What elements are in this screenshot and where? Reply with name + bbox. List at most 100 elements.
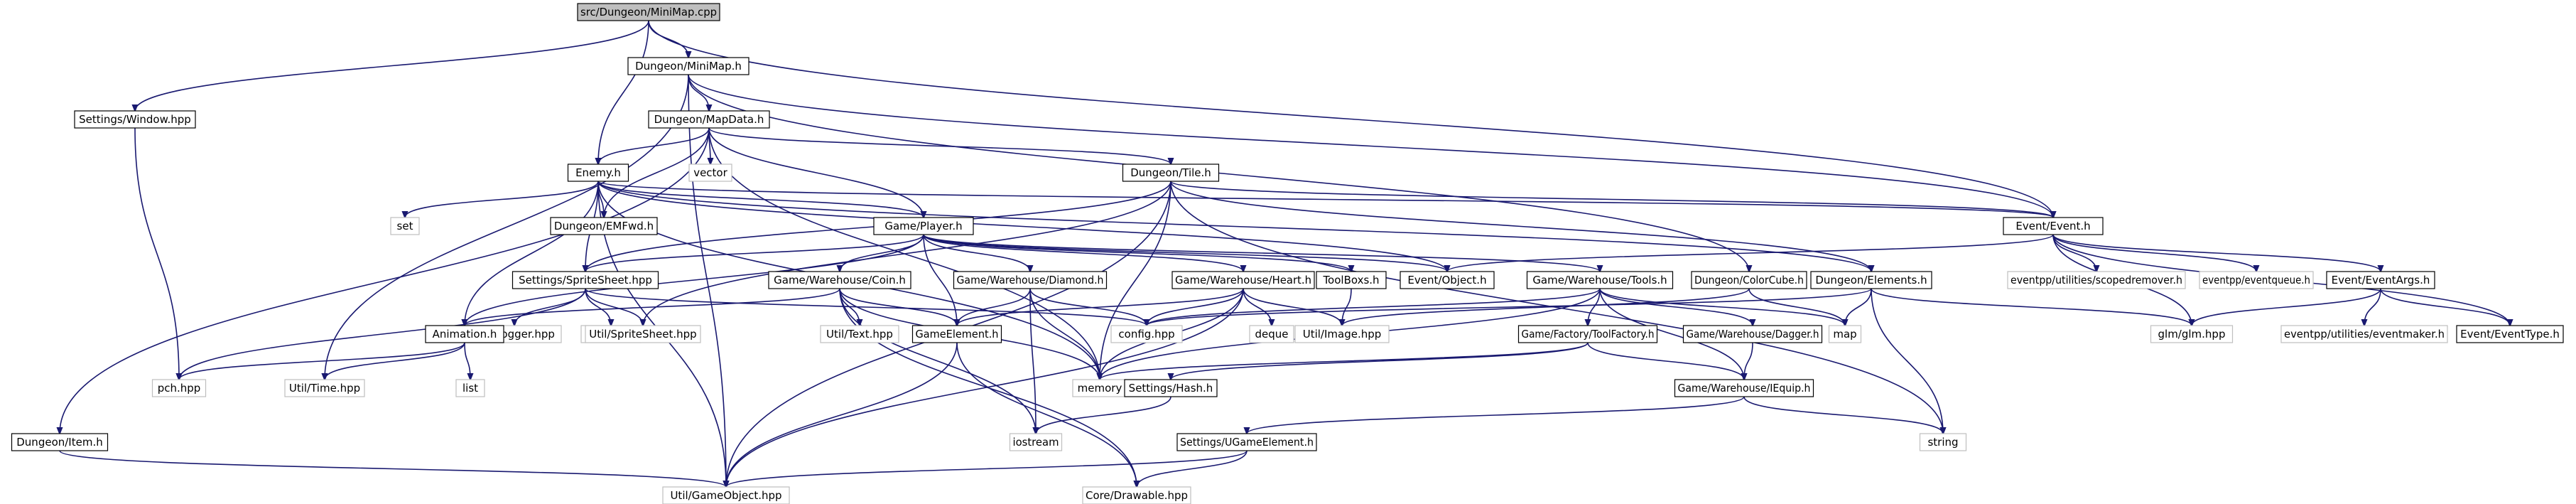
- edge-diamond-h-to-memory: [1029, 288, 1100, 380]
- edge-root-to-settings-window: [135, 20, 649, 111]
- node-gameelement-h[interactable]: GameElement.h: [911, 325, 1002, 343]
- node-enemy-h[interactable]: Enemy.h: [567, 163, 629, 182]
- node-label: Event/EventArgs.h: [2332, 274, 2430, 286]
- edge-minimap-h-to-util-time: [325, 74, 689, 380]
- edge-player-h-to-tools-h: [923, 234, 1600, 272]
- node-event-eventargs-h[interactable]: Event/EventArgs.h: [2326, 271, 2435, 289]
- edge-minimap-h-to-event-h: [688, 74, 2053, 218]
- node-game-warehouse-iequip-h[interactable]: Game/Warehouse/IEquip.h: [1674, 379, 1814, 397]
- edge-player-h-to-spritesheet-hpp: [585, 234, 924, 272]
- edge-player-h-to-animation-h: [465, 234, 924, 326]
- edge-tools-h-to-dagger-h: [1599, 288, 1753, 326]
- node-label: Event/Event.h: [2015, 220, 2090, 232]
- edge-event-h-to-object-h: [1447, 234, 2054, 272]
- node-settings-window-hpp[interactable]: Settings/Window.hpp: [74, 110, 196, 129]
- edge-mapdata-h-to-player-h: [708, 127, 924, 218]
- node-label: Dungeon/EMFwd.h: [554, 220, 654, 232]
- node-label: ToolBoxs.h: [1322, 274, 1379, 286]
- node-box: [74, 110, 196, 129]
- node-box: [1072, 379, 1127, 397]
- edge-ugameelement-h-to-core-drawable: [1137, 450, 1248, 487]
- node-game-warehouse-heart-h[interactable]: Game/Warehouse/Heart.h: [1171, 271, 1315, 289]
- node-label: src/Dungeon/MiniMap.cpp: [580, 6, 717, 18]
- node-dungeon-elements-h[interactable]: Dungeon/Elements.h: [1810, 271, 1932, 289]
- node-dungeon-minimap-h[interactable]: Dungeon/MiniMap.h: [627, 57, 749, 75]
- node-animation-h[interactable]: Animation.h: [425, 325, 504, 343]
- node-settings-hash-h[interactable]: Settings/Hash.h: [1124, 379, 1218, 397]
- edge-eventargs-h-to-eventmaker: [2364, 288, 2381, 326]
- node-label: pch.hpp: [158, 382, 201, 395]
- node-game-factory-toolfactory-h[interactable]: Game/Factory/ToolFactory.h: [1517, 325, 1658, 343]
- node-box: [911, 325, 1002, 343]
- node-game-warehouse-dagger-h[interactable]: Game/Warehouse/Dagger.h: [1682, 325, 1823, 343]
- node-settings-ugameelement-h[interactable]: Settings/UGameElement.h: [1176, 433, 1317, 451]
- node-label: config.hpp: [1118, 328, 1174, 341]
- edge-toolfactory-h-to-iequip-h: [1587, 342, 1744, 380]
- node-label: Core/Drawable.hpp: [1086, 489, 1188, 502]
- node-box: [1082, 486, 1191, 504]
- node-dungeon-emfwd-h[interactable]: Dungeon/EMFwd.h: [550, 217, 658, 235]
- edge-iequip-h-to-string: [1743, 396, 1943, 434]
- node-label: Game/Factory/ToolFactory.h: [1522, 328, 1655, 341]
- node-label: eventpp/eventqueue.h: [2202, 274, 2310, 286]
- node-box: [1682, 325, 1823, 343]
- node-src-dungeon-minimap-cpp[interactable]: src/Dungeon/MiniMap.cpp: [577, 3, 720, 21]
- edge-enemy-h-to-object-h: [597, 181, 1447, 272]
- node-label: Util/SpriteSheet.hpp: [589, 328, 696, 341]
- edge-enemy-h-to-elements-h: [597, 181, 1871, 272]
- edge-tile-h-to-elements-h: [1170, 181, 1871, 272]
- node-eventpp-utilities-eventmaker-h: eventpp/utilities/eventmaker.h: [2280, 325, 2448, 343]
- node-box: [1249, 325, 1294, 343]
- node-util-image-hpp: Util/Image.hpp: [1294, 325, 1390, 343]
- node-util-time-hpp: Util/Time.hpp: [284, 379, 365, 397]
- node-label: Dungeon/Tile.h: [1130, 166, 1211, 179]
- node-event-object-h[interactable]: Event/Object.h: [1400, 271, 1495, 289]
- node-dungeon-tile-h[interactable]: Dungeon/Tile.h: [1122, 163, 1220, 182]
- edge-mapdata-h-to-emfwd-h: [604, 127, 710, 218]
- node-box: [2326, 271, 2435, 289]
- node-toolboxs-h[interactable]: ToolBoxs.h: [1316, 271, 1387, 289]
- node-event-eventtype-h[interactable]: Event/EventType.h: [2456, 325, 2564, 343]
- node-label: Dungeon/Elements.h: [1815, 274, 1927, 286]
- edge-elements-h-to-map: [1845, 288, 1872, 326]
- edge-tools-h-to-config-hpp: [1147, 288, 1601, 326]
- node-label: Event/EventType.h: [2460, 328, 2560, 341]
- node-dungeon-item-h[interactable]: Dungeon/Item.h: [11, 433, 109, 451]
- node-game-warehouse-diamond-h[interactable]: Game/Warehouse/Diamond.h: [953, 271, 1108, 289]
- edge-settings-hash-to-iostream: [1036, 396, 1171, 434]
- node-box: [2280, 325, 2448, 343]
- node-label: Game/Warehouse/Tools.h: [1532, 274, 1667, 286]
- node-game-warehouse-coin-h[interactable]: Game/Warehouse/Coin.h: [768, 271, 911, 289]
- edge-event-h-to-eventargs-h: [2052, 234, 2381, 272]
- node-label: Dungeon/MiniMap.h: [635, 60, 742, 73]
- node-util-gameobject-hpp: Util/GameObject.hpp: [662, 486, 790, 504]
- node-vector: vector: [688, 163, 732, 182]
- edge-heart-h-to-gameelement-h: [957, 288, 1244, 326]
- node-dungeon-colorcube-h[interactable]: Dungeon/ColorCube.h: [1691, 271, 1807, 289]
- edge-item-h-to-util-gameobject: [59, 450, 726, 487]
- node-config-hpp: config.hpp: [1110, 325, 1183, 343]
- edge-coin-h-to-animation-h: [465, 288, 840, 326]
- edge-root-to-minimap-h: [648, 20, 688, 58]
- edge-mapdata-h-to-item-h: [60, 127, 710, 434]
- node-label: Settings/Window.hpp: [79, 113, 191, 126]
- edge-spritesheet-hpp-to-config-hpp: [585, 288, 1147, 326]
- node-label: Util/GameObject.hpp: [670, 489, 781, 502]
- edge-coin-h-to-gameelement-h: [839, 288, 957, 326]
- node-event-event-h[interactable]: Event/Event.h: [2003, 217, 2104, 235]
- node-settings-spritesheet-hpp[interactable]: Settings/SpriteSheet.hpp: [512, 271, 659, 289]
- node-box: [1176, 433, 1317, 451]
- node-box: [550, 217, 658, 235]
- node-game-player-h[interactable]: Game/Player.h: [873, 217, 974, 235]
- node-dungeon-mapdata-h[interactable]: Dungeon/MapData.h: [648, 110, 770, 129]
- edge-ugameelement-h-to-util-gameobject: [726, 450, 1248, 487]
- node-box: [1400, 271, 1495, 289]
- node-memory: memory: [1072, 379, 1127, 397]
- edge-dagger-h-to-iequip-h: [1744, 342, 1753, 380]
- node-label: string: [1927, 436, 1958, 449]
- node-box: [1294, 325, 1390, 343]
- node-game-warehouse-tools-h[interactable]: Game/Warehouse/Tools.h: [1526, 271, 1674, 289]
- node-box: [455, 379, 485, 397]
- node-box: [512, 271, 659, 289]
